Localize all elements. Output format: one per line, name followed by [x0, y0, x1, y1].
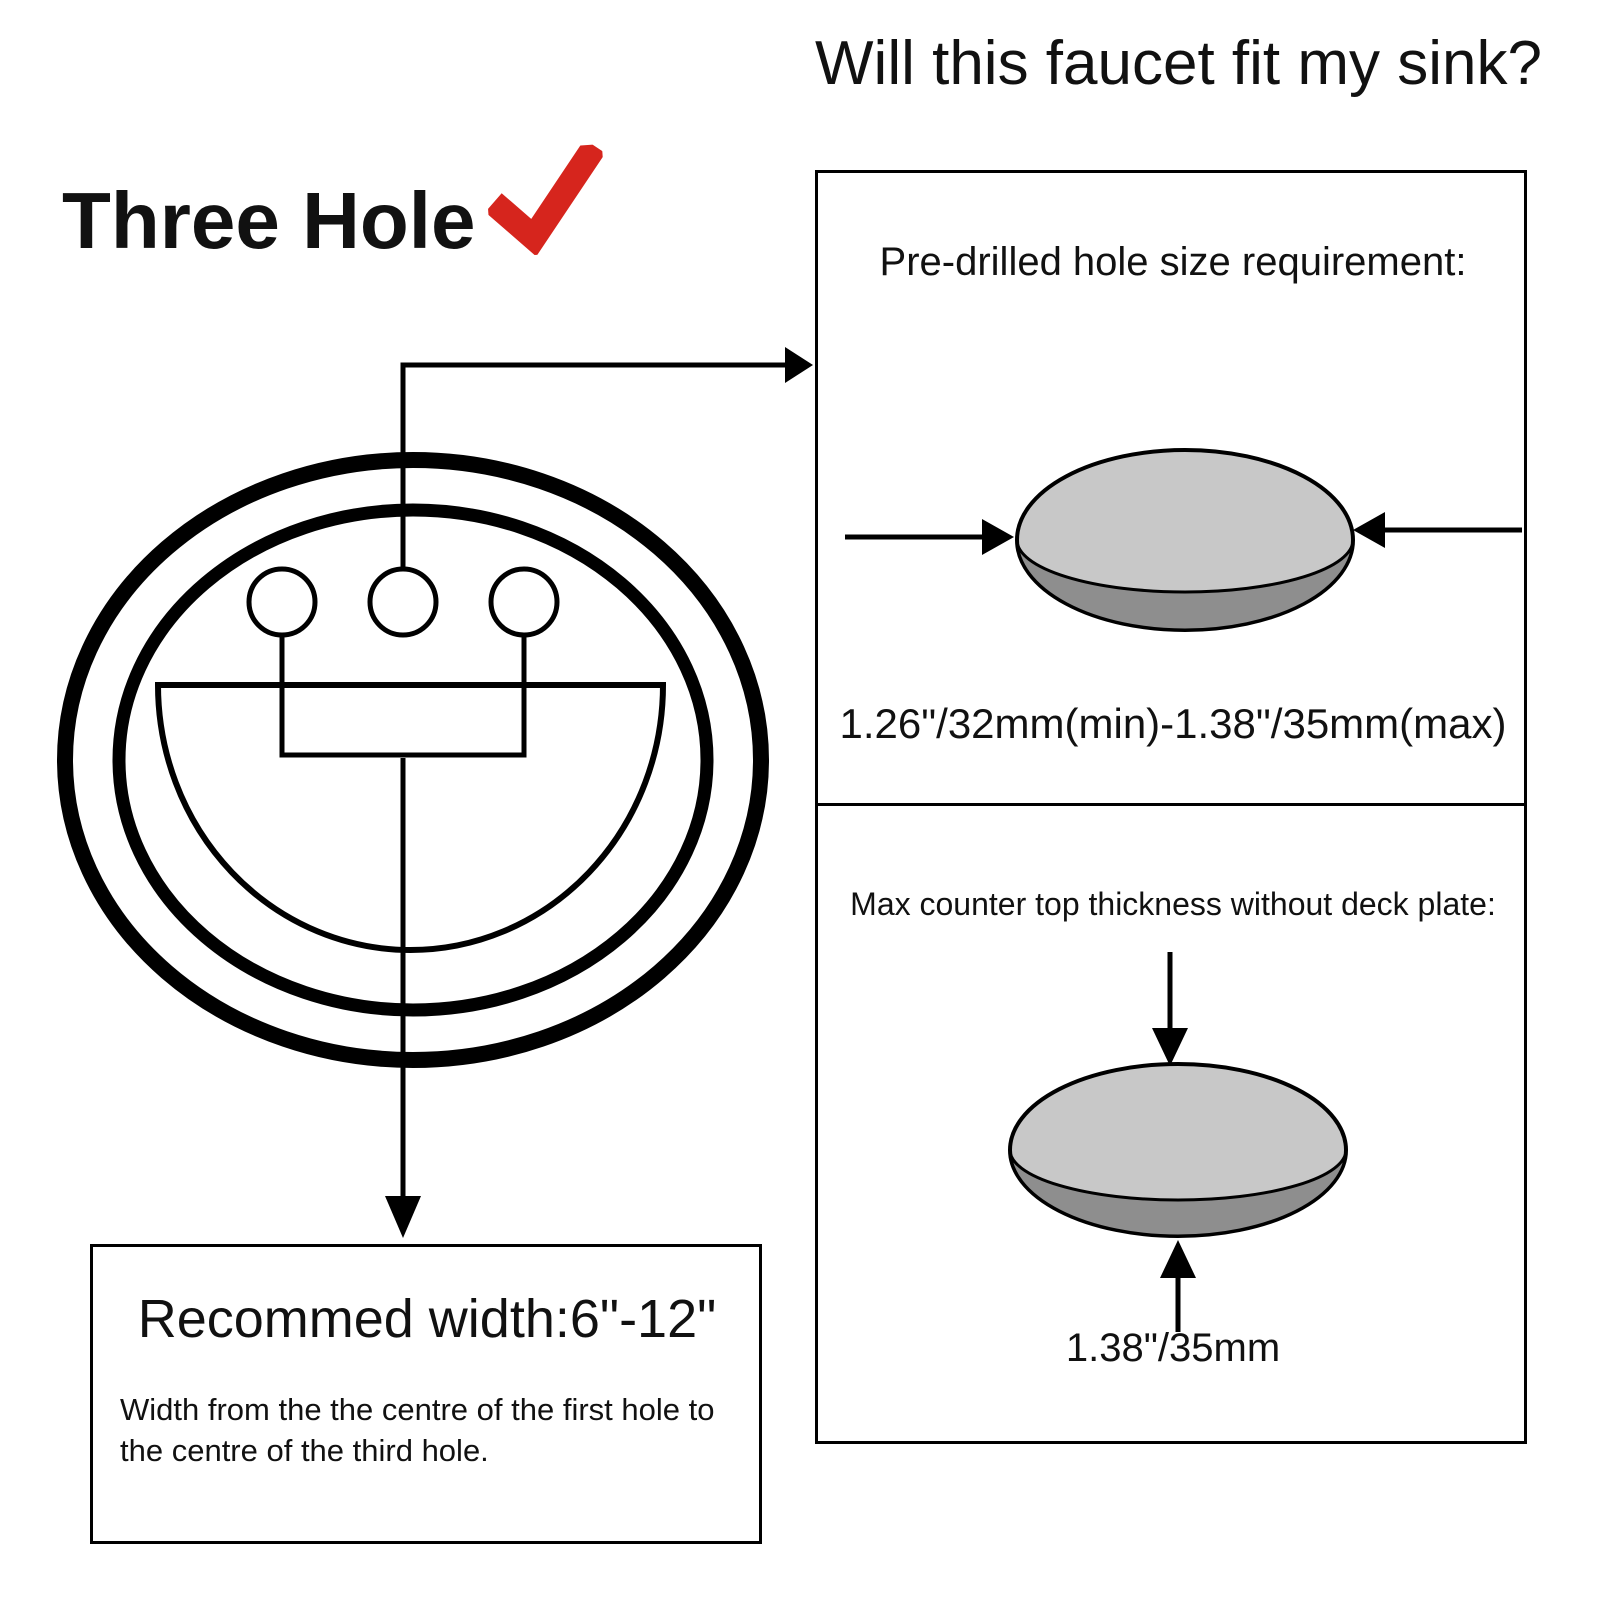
- thickness-heading: Max counter top thickness without deck p…: [850, 886, 1496, 922]
- hole-size-heading: Pre-drilled hole size requirement:: [879, 240, 1467, 284]
- requirements-panel: [815, 170, 1527, 1444]
- arrow-to-width-box: [385, 758, 421, 1238]
- faucet-hole-left: [246, 566, 318, 638]
- sink-inner-rim: [112, 503, 714, 1017]
- sink-top-view: [57, 452, 769, 1068]
- three-hole-label: Three Hole: [62, 175, 476, 265]
- faucet-hole-right: [488, 566, 560, 638]
- thickness-dimension: 1.38"/35mm: [1065, 1326, 1281, 1370]
- check-icon: [485, 139, 611, 277]
- width-box-heading: Recommed width:6"-12": [137, 1289, 717, 1349]
- panel-divider: [818, 803, 1524, 806]
- recommended-width-box: [90, 1244, 762, 1544]
- sink-basin: [154, 682, 667, 953]
- sink-outer-rim: [57, 452, 769, 1068]
- page-title: Will this faucet fit my sink?: [815, 29, 1542, 98]
- width-box-description: Width from the the centre of the first h…: [120, 1392, 715, 1468]
- faucet-hole-center: [367, 566, 439, 638]
- arrow-to-hole-size-panel: [400, 347, 813, 568]
- three-hole-heading: Three Hole: [62, 139, 607, 283]
- hole-span-bracket: [279, 635, 527, 758]
- hole-size-dimension: 1.26"/32mm(min)-1.38"/35mm(max): [839, 700, 1507, 747]
